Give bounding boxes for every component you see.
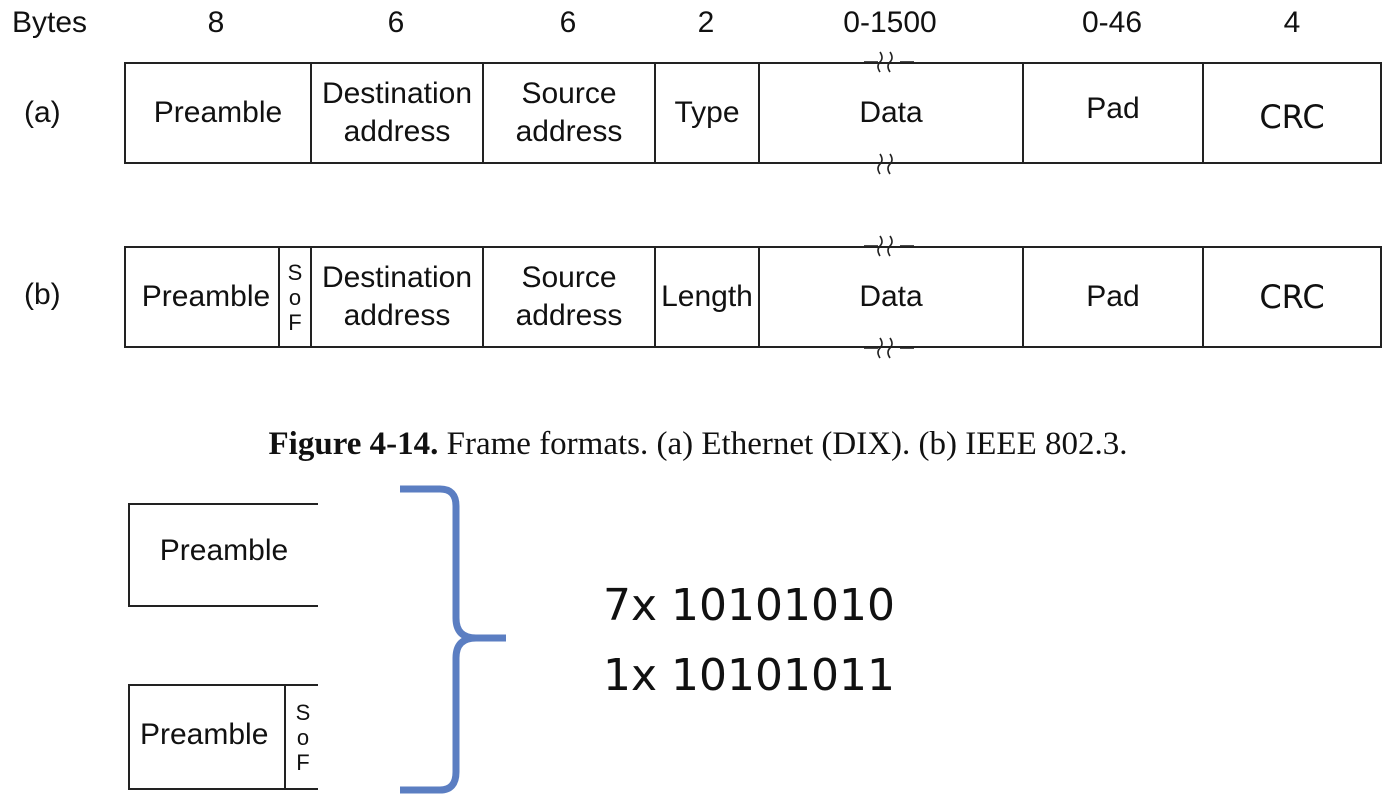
field-preamble-label: Preamble [141, 280, 271, 313]
field-length-label: Length [661, 280, 753, 313]
field-source-address: Source address [484, 64, 656, 162]
field-preamble-label: Preamble [153, 96, 283, 129]
field-destination-address: Destination address [312, 248, 484, 346]
field-source-line2: address [515, 115, 623, 148]
field-crc: CRC [1204, 64, 1380, 162]
field-preamble: Preamble [126, 64, 312, 162]
frame-a-label: (a) [24, 96, 61, 129]
field-crc: CRC [1204, 248, 1380, 346]
field-crc-label: CRC [1259, 98, 1325, 136]
field-destination-line2: address [343, 299, 451, 332]
bytes-size-type: 2 [697, 6, 715, 39]
bytes-header-label: Bytes [12, 6, 88, 39]
field-preamble: Preamble [126, 248, 280, 346]
frame-a: Preamble Destination address Source addres… [124, 62, 1382, 164]
field-destination-line1: Destination [321, 77, 473, 110]
field-pad: Pad [1024, 64, 1204, 162]
caption-text: Frame formats. (a) Ethernet (DIX). (b) I… [446, 426, 1128, 462]
field-source-line1: Source [521, 261, 617, 294]
bytes-size-pad: 0-46 [1081, 6, 1143, 39]
detail-preamble-bottom-label: Preamble [140, 718, 269, 751]
caption-number: Figure 4-14. [268, 426, 439, 462]
bytes-size-destination: 6 [387, 6, 405, 39]
field-pad-label: Pad [1086, 92, 1140, 125]
field-data: Data [760, 248, 1024, 346]
field-data-label: Data [859, 280, 923, 313]
sof-letter-f: F [288, 309, 302, 335]
sof-letter-o: o [296, 724, 310, 750]
frame-b-label: (b) [24, 278, 61, 311]
sof-letter-o: o [288, 284, 302, 310]
field-data: Data [760, 64, 1024, 162]
field-type-label: Type [674, 96, 740, 129]
bits-line-1: 7x 10101010 [603, 580, 895, 631]
field-type: Type [656, 64, 760, 162]
field-data-label: Data [859, 96, 923, 129]
sof-letter-s: S [287, 259, 303, 285]
curly-brace [400, 485, 506, 794]
bytes-size-crc: 4 [1283, 6, 1301, 39]
frame-b: Preamble S o F Destination address Source… [124, 246, 1382, 348]
bytes-size-source: 6 [559, 6, 577, 39]
field-source-address: Source address [484, 248, 656, 346]
detail-preamble-box-bottom: Preamble S o F [128, 684, 318, 790]
bits-line-2: 1x 10101011 [603, 650, 895, 701]
detail-preamble-top-label: Preamble [159, 534, 289, 567]
figure-caption: Figure 4-14. Frame formats. (a) Ethernet… [0, 424, 1396, 464]
field-source-line1: Source [521, 77, 617, 110]
detail-sof-field: S o F [284, 686, 320, 788]
sof-letter-s: S [295, 699, 311, 725]
field-pad-label: Pad [1086, 280, 1140, 313]
field-destination-line1: Destination [321, 261, 473, 294]
bytes-size-data: 0-1500 [843, 6, 937, 39]
field-length: Length [656, 248, 760, 346]
field-destination-line2: address [343, 115, 451, 148]
field-destination-address: Destination address [312, 64, 484, 162]
field-pad: Pad [1024, 248, 1204, 346]
field-start-of-frame: S o F [280, 248, 312, 346]
detail-preamble-box-top: Preamble [128, 503, 318, 607]
sof-letter-f: F [296, 749, 310, 775]
bytes-size-preamble: 8 [207, 6, 225, 39]
field-crc-label: CRC [1259, 278, 1325, 316]
field-source-line2: address [515, 299, 623, 332]
